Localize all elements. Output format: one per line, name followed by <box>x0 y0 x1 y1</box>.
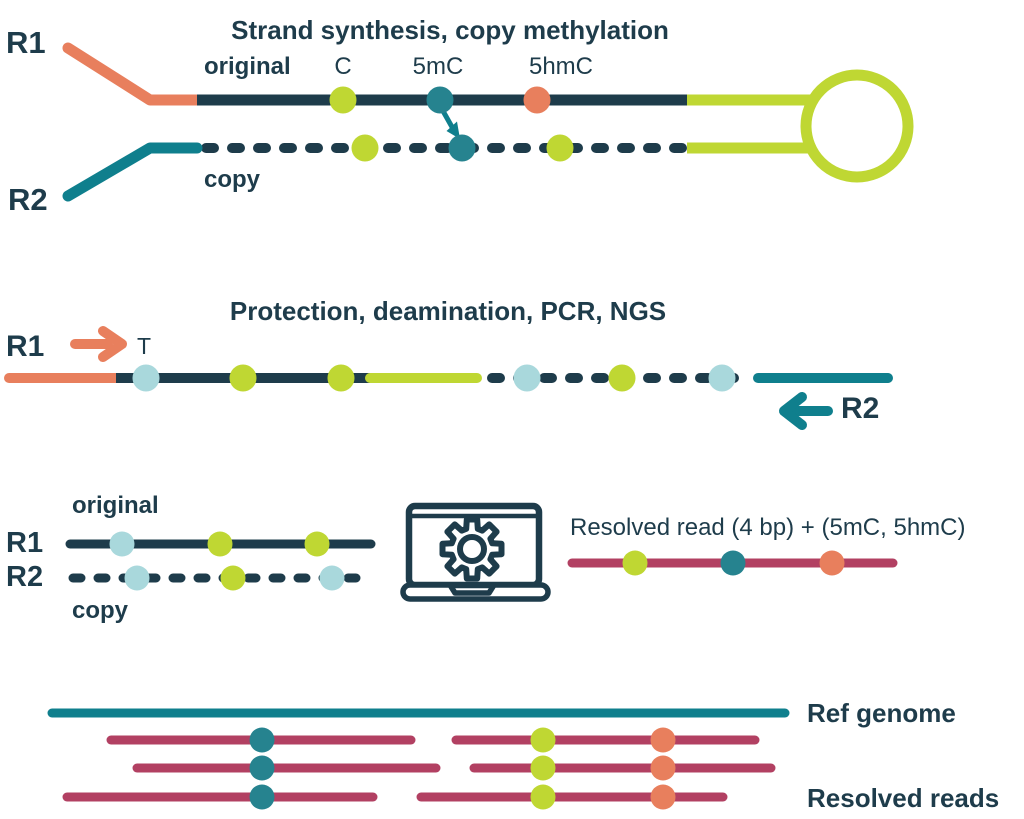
gear-icon-hole <box>457 534 487 564</box>
resolved-dot-5hmc <box>819 550 845 576</box>
r2-dot-t-1 <box>124 565 150 591</box>
r1-adapter-line <box>62 42 204 106</box>
row3-dot-5mc <box>249 784 275 810</box>
section4-alignment <box>47 708 790 810</box>
dot-t-1 <box>132 364 160 392</box>
r1-direction-arrow-icon <box>70 326 127 362</box>
base-label-c: C <box>334 53 352 80</box>
copy-methylation-arrow-icon <box>440 108 460 139</box>
dot-protected-1 <box>229 364 257 392</box>
row2-dot-c <box>530 755 556 781</box>
copy-label-s3: copy <box>72 597 129 624</box>
r2-direction-arrow-icon <box>779 392 833 430</box>
row1-dot-5hmc <box>650 727 676 753</box>
row2-dot-5mc <box>249 755 275 781</box>
section2-title: Protection, deamination, PCR, NGS <box>229 296 667 326</box>
dot-5hmc-original <box>523 86 551 114</box>
dot-protected-2 <box>327 364 355 392</box>
resolved-reads-label: Resolved reads <box>807 783 1000 813</box>
section1-title: Strand synthesis, copy methylation <box>231 15 669 45</box>
r2-label-s1: R2 <box>8 182 48 217</box>
dot-t-3 <box>708 364 736 392</box>
resolved-dot-5mc <box>720 550 746 576</box>
laptop-screen <box>405 502 543 589</box>
r2-label-s3: R2 <box>6 561 44 593</box>
base-label-5hmc: 5hmC <box>528 53 594 80</box>
r1-label-s3: R1 <box>6 527 44 559</box>
section3-read-pair <box>65 502 898 602</box>
resolved-read-label: Resolved read (4 bp) + (5mC, 5hmC) <box>570 514 966 541</box>
dot-5mc-original <box>426 86 454 114</box>
dot-c-copy-2 <box>546 134 574 162</box>
r2-dot-c <box>220 565 246 591</box>
original-label-s1: original <box>204 53 291 80</box>
hairpin-loop-icon <box>800 69 914 183</box>
original-label-s3: original <box>72 492 159 519</box>
gear-icon-path <box>439 516 505 582</box>
dot-5mc-copy <box>448 134 476 162</box>
dot-protected-3 <box>608 364 636 392</box>
r1-label-s2: R1 <box>6 330 45 363</box>
t-label: T <box>137 333 152 359</box>
base-label-5mc: 5mC <box>412 53 464 80</box>
r1-dot-c-2 <box>304 531 330 557</box>
section2-sequenced-strand <box>4 326 893 430</box>
copy-label-s1: copy <box>204 166 261 193</box>
r2-label-s2: R2 <box>841 392 880 425</box>
dot-c-copy <box>351 134 379 162</box>
row3-dot-c <box>530 784 556 810</box>
r1-dot-t <box>109 531 135 557</box>
dot-c-original <box>329 86 357 114</box>
section1-hairpin-molecule <box>62 42 914 202</box>
row1-dot-c <box>530 727 556 753</box>
laptop-base <box>400 582 551 602</box>
row2-dot-5hmc <box>650 755 676 781</box>
row1-dot-5mc <box>249 727 275 753</box>
laptop-icon <box>400 502 551 602</box>
row3-dot-5hmc <box>650 784 676 810</box>
r1-label-s1: R1 <box>6 25 46 60</box>
dot-t-2 <box>513 364 541 392</box>
ref-genome-label: Ref genome <box>807 698 956 728</box>
r2-dot-t-2 <box>319 565 345 591</box>
resolved-dot-c <box>622 550 648 576</box>
r2-adapter-line <box>62 142 203 202</box>
r1-dot-c-1 <box>207 531 233 557</box>
